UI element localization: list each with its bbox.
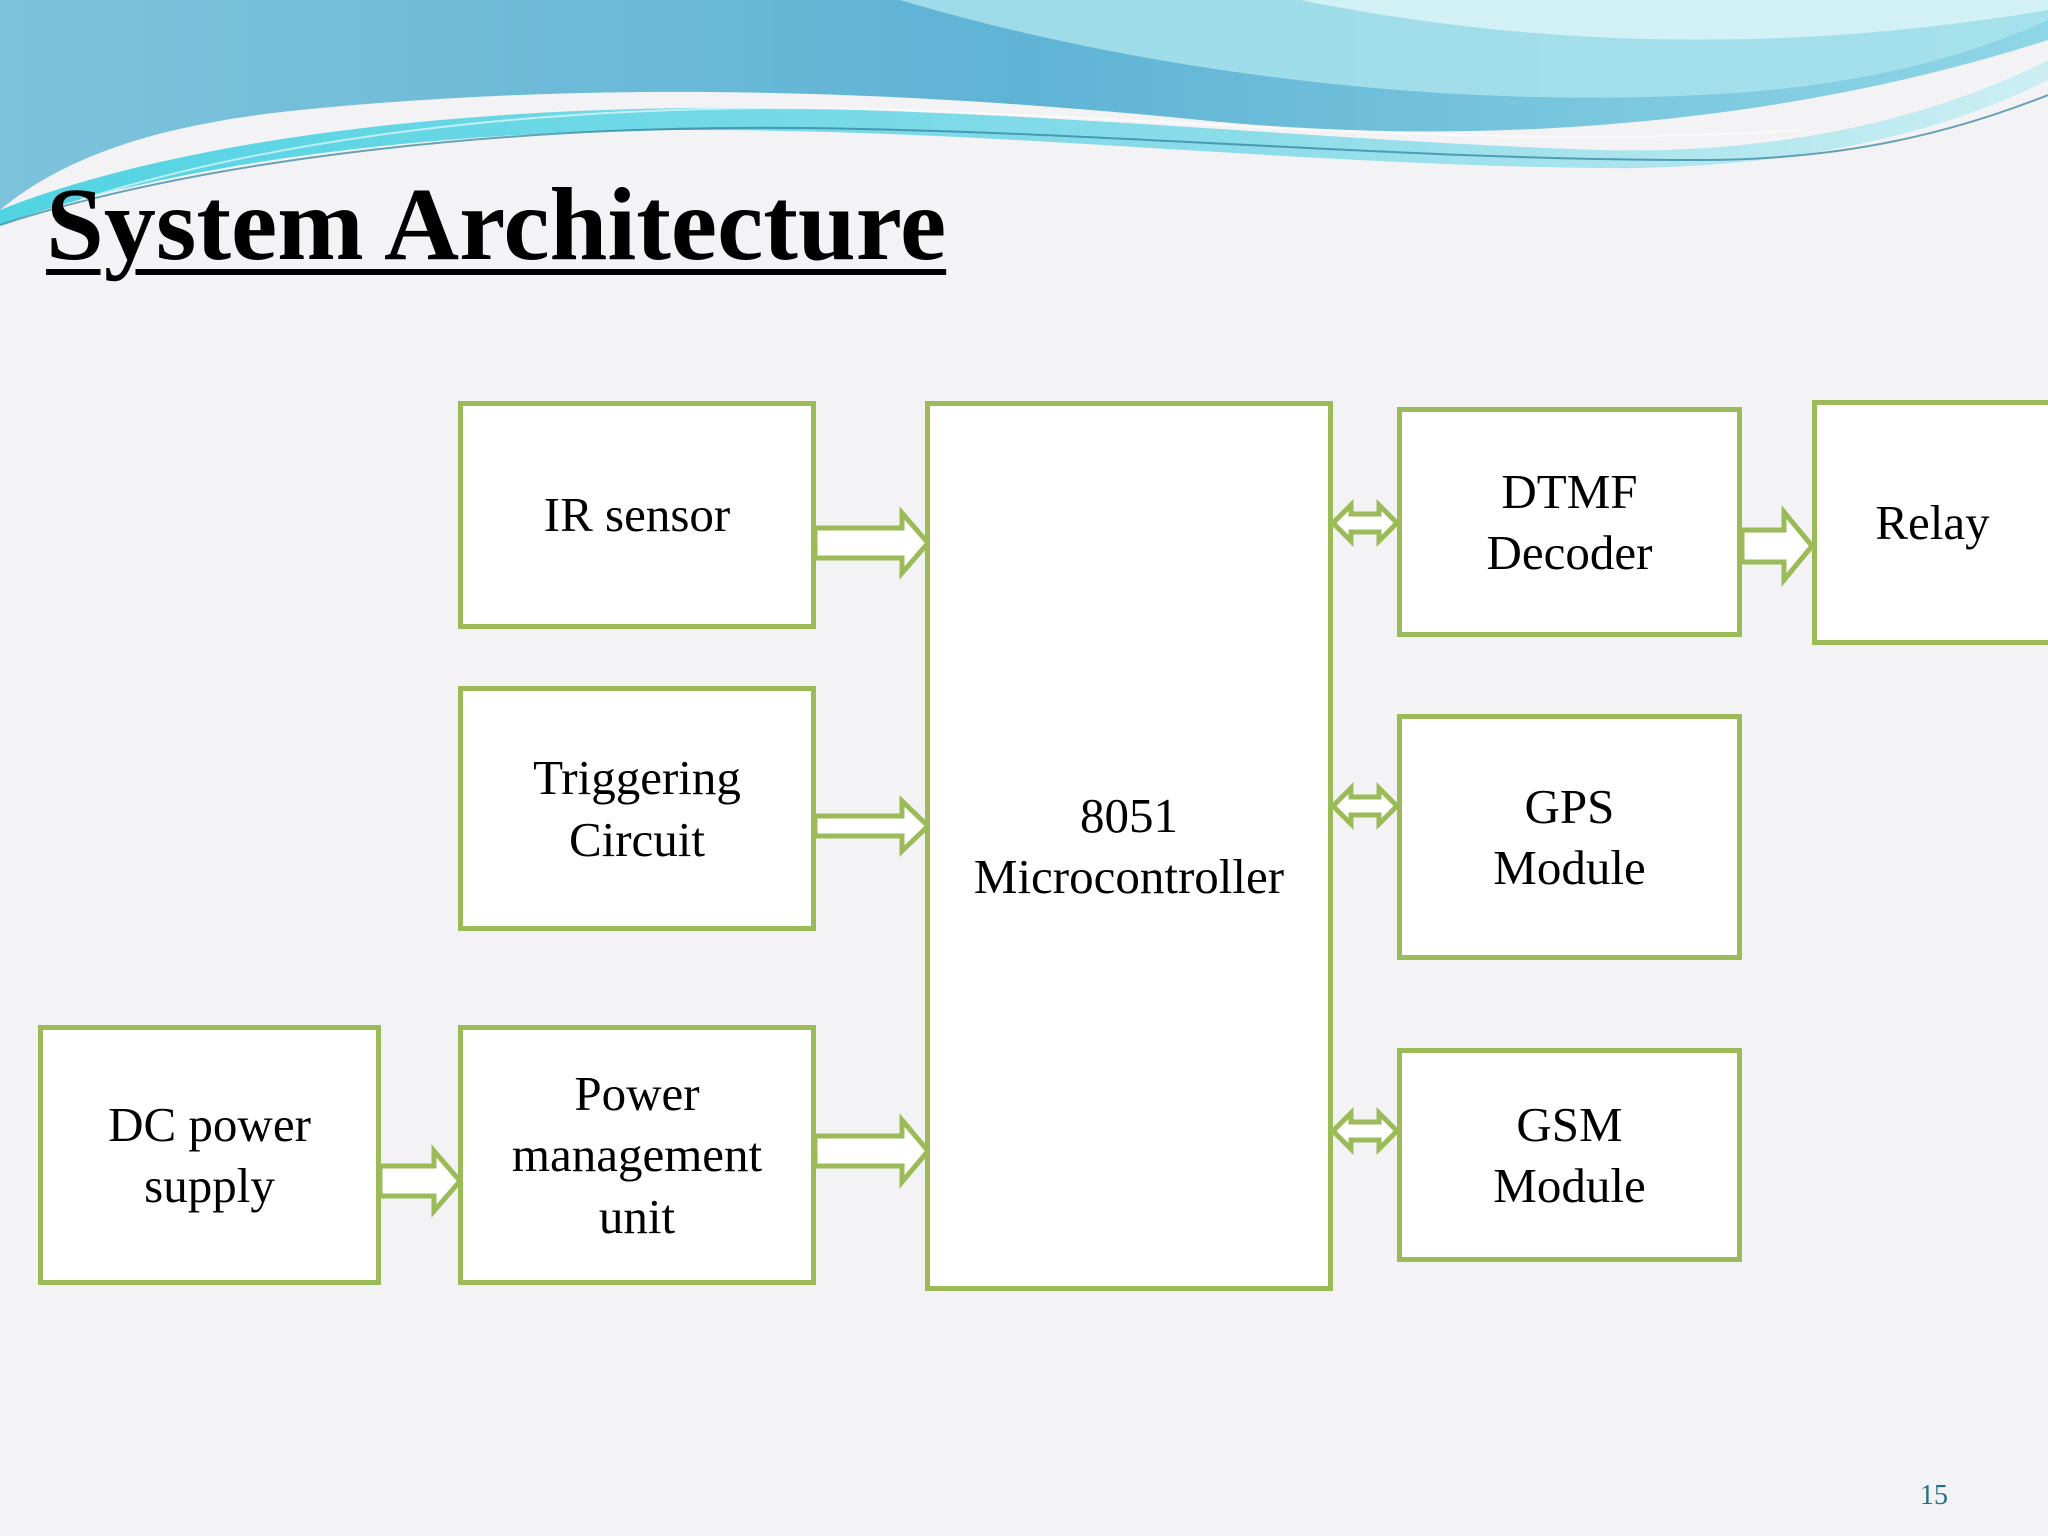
arrow-dc-to-power <box>377 1144 464 1218</box>
page-number: 15 <box>1920 1480 1948 1511</box>
gsm-module-block: GSM Module <box>1397 1048 1742 1262</box>
arrow-trigger-to-mcu <box>812 795 932 857</box>
power-management-unit-block: Power management unit <box>458 1025 816 1285</box>
dtmf-decoder-block: DTMF Decoder <box>1397 407 1742 637</box>
microcontroller-block: 8051 Microcontroller <box>925 401 1333 1291</box>
arrow-mcu-gsm-bidirectional <box>1329 1106 1401 1156</box>
slide-title: System Architecture <box>46 167 947 282</box>
arrow-mcu-gps-bidirectional <box>1329 781 1401 831</box>
arrow-ir-to-mcu <box>812 506 932 580</box>
dc-power-supply-block: DC power supply <box>38 1025 381 1285</box>
wave-banner <box>0 0 2048 226</box>
arrow-dtmf-to-relay <box>1739 505 1816 587</box>
arrow-mcu-dtmf-bidirectional <box>1329 498 1401 548</box>
gps-module-block: GPS Module <box>1397 714 1742 960</box>
arrow-power-to-mcu <box>812 1113 932 1189</box>
relay-block: Relay <box>1812 400 2048 645</box>
ir-sensor-block: IR sensor <box>458 401 816 629</box>
triggering-circuit-block: Triggering Circuit <box>458 686 816 931</box>
